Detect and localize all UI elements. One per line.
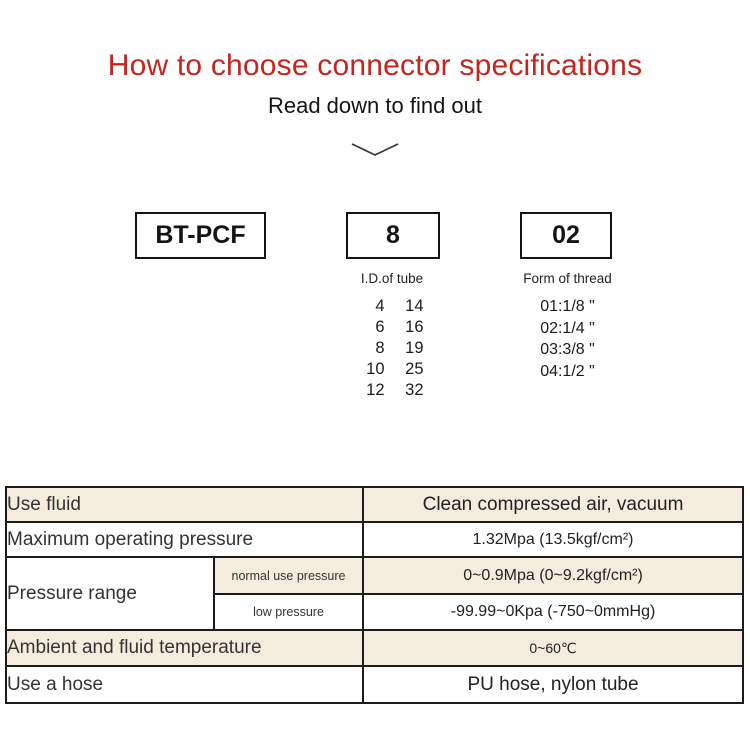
page-subtitle: Read down to find out [267, 93, 483, 118]
tube-size-value: 4 [375, 297, 385, 315]
tube-id-list: 4 14 6 16 8 19 10 25 12 32 [322, 296, 462, 401]
tube-id-code-box: 8 [346, 212, 440, 259]
table-row: Use fluid Clean compressed air, vacuum [4, 486, 745, 523]
page-title: How to choose connector specifications [107, 49, 643, 82]
chevron-down-icon [0, 141, 750, 159]
tube-size-value: 16 [405, 318, 424, 336]
model-code-box: BT-PCF [135, 212, 266, 259]
spec-value-max-pressure: 1.32Mpa (13.5kgf/cm²) [362, 521, 745, 558]
spec-value-low-pressure: -99.99~0Kpa (-750~0mmHg) [362, 593, 745, 631]
thread-form-heading: Form of thread [523, 271, 612, 286]
spec-sublabel-low-pressure: low pressure [212, 593, 365, 631]
tube-size-row: 6 16 [322, 317, 462, 338]
tube-size-value: 25 [405, 360, 424, 378]
spec-label-temperature: Ambient and fluid temperature [4, 629, 365, 667]
table-row: Use a hose PU hose, nylon tube [4, 665, 745, 704]
tube-size-value: 19 [405, 339, 424, 357]
thread-form-list: 01:1/8 " 02:1/4 " 03:3/8 " 04:1/2 " [495, 296, 640, 382]
table-row: low pressure -99.99~0Kpa (-750~0mmHg) [6, 593, 745, 631]
spec-value-hose: PU hose, nylon tube [362, 665, 745, 704]
thread-code-box: 02 [520, 212, 612, 259]
tube-size-row: 4 14 [322, 296, 462, 317]
spec-value-temperature: 0~60℃ [362, 629, 745, 667]
tube-size-value: 32 [405, 381, 424, 399]
thread-form-item: 02:1/4 " [540, 319, 595, 337]
tube-size-row: 10 25 [322, 359, 462, 380]
spec-value-normal-pressure: 0~0.9Mpa (0~9.2kgf/cm²) [362, 556, 745, 595]
spec-label-use-fluid: Use fluid [4, 486, 365, 523]
table-row: Ambient and fluid temperature 0~60℃ [4, 629, 745, 667]
thread-form-item: 01:1/8 " [540, 298, 595, 315]
tube-size-value: 8 [375, 339, 385, 357]
tube-size-row: 8 19 [322, 338, 462, 359]
tube-size-value: 14 [405, 297, 424, 315]
thread-form-options: Form of thread 01:1/8 " 02:1/4 " 03:3/8 … [495, 271, 640, 382]
tube-size-value: 12 [366, 381, 385, 399]
thread-form-item: 04:1/2 " [540, 362, 595, 380]
spec-label-hose: Use a hose [4, 665, 365, 704]
thread-form-item: 03:3/8 " [540, 341, 595, 358]
tube-size-value: 10 [366, 360, 385, 378]
tube-size-value: 6 [375, 318, 385, 336]
table-row: Maximum operating pressure 1.32Mpa (13.5… [4, 521, 745, 558]
tube-size-row: 12 32 [322, 380, 462, 401]
table-row: Pressure range normal use pressure 0~0.9… [5, 556, 745, 631]
spec-value-use-fluid: Clean compressed air, vacuum [362, 486, 745, 523]
spec-label-pressure-range: Pressure range [5, 556, 215, 631]
tube-id-options: I.D.of tube 4 14 6 16 8 19 10 25 12 32 [322, 271, 462, 401]
spec-label-max-pressure: Maximum operating pressure [4, 521, 365, 558]
spec-sublabel-normal-pressure: normal use pressure [212, 556, 365, 595]
spec-table: Use fluid Clean compressed air, vacuum M… [4, 486, 745, 704]
tube-id-heading: I.D.of tube [360, 271, 424, 286]
